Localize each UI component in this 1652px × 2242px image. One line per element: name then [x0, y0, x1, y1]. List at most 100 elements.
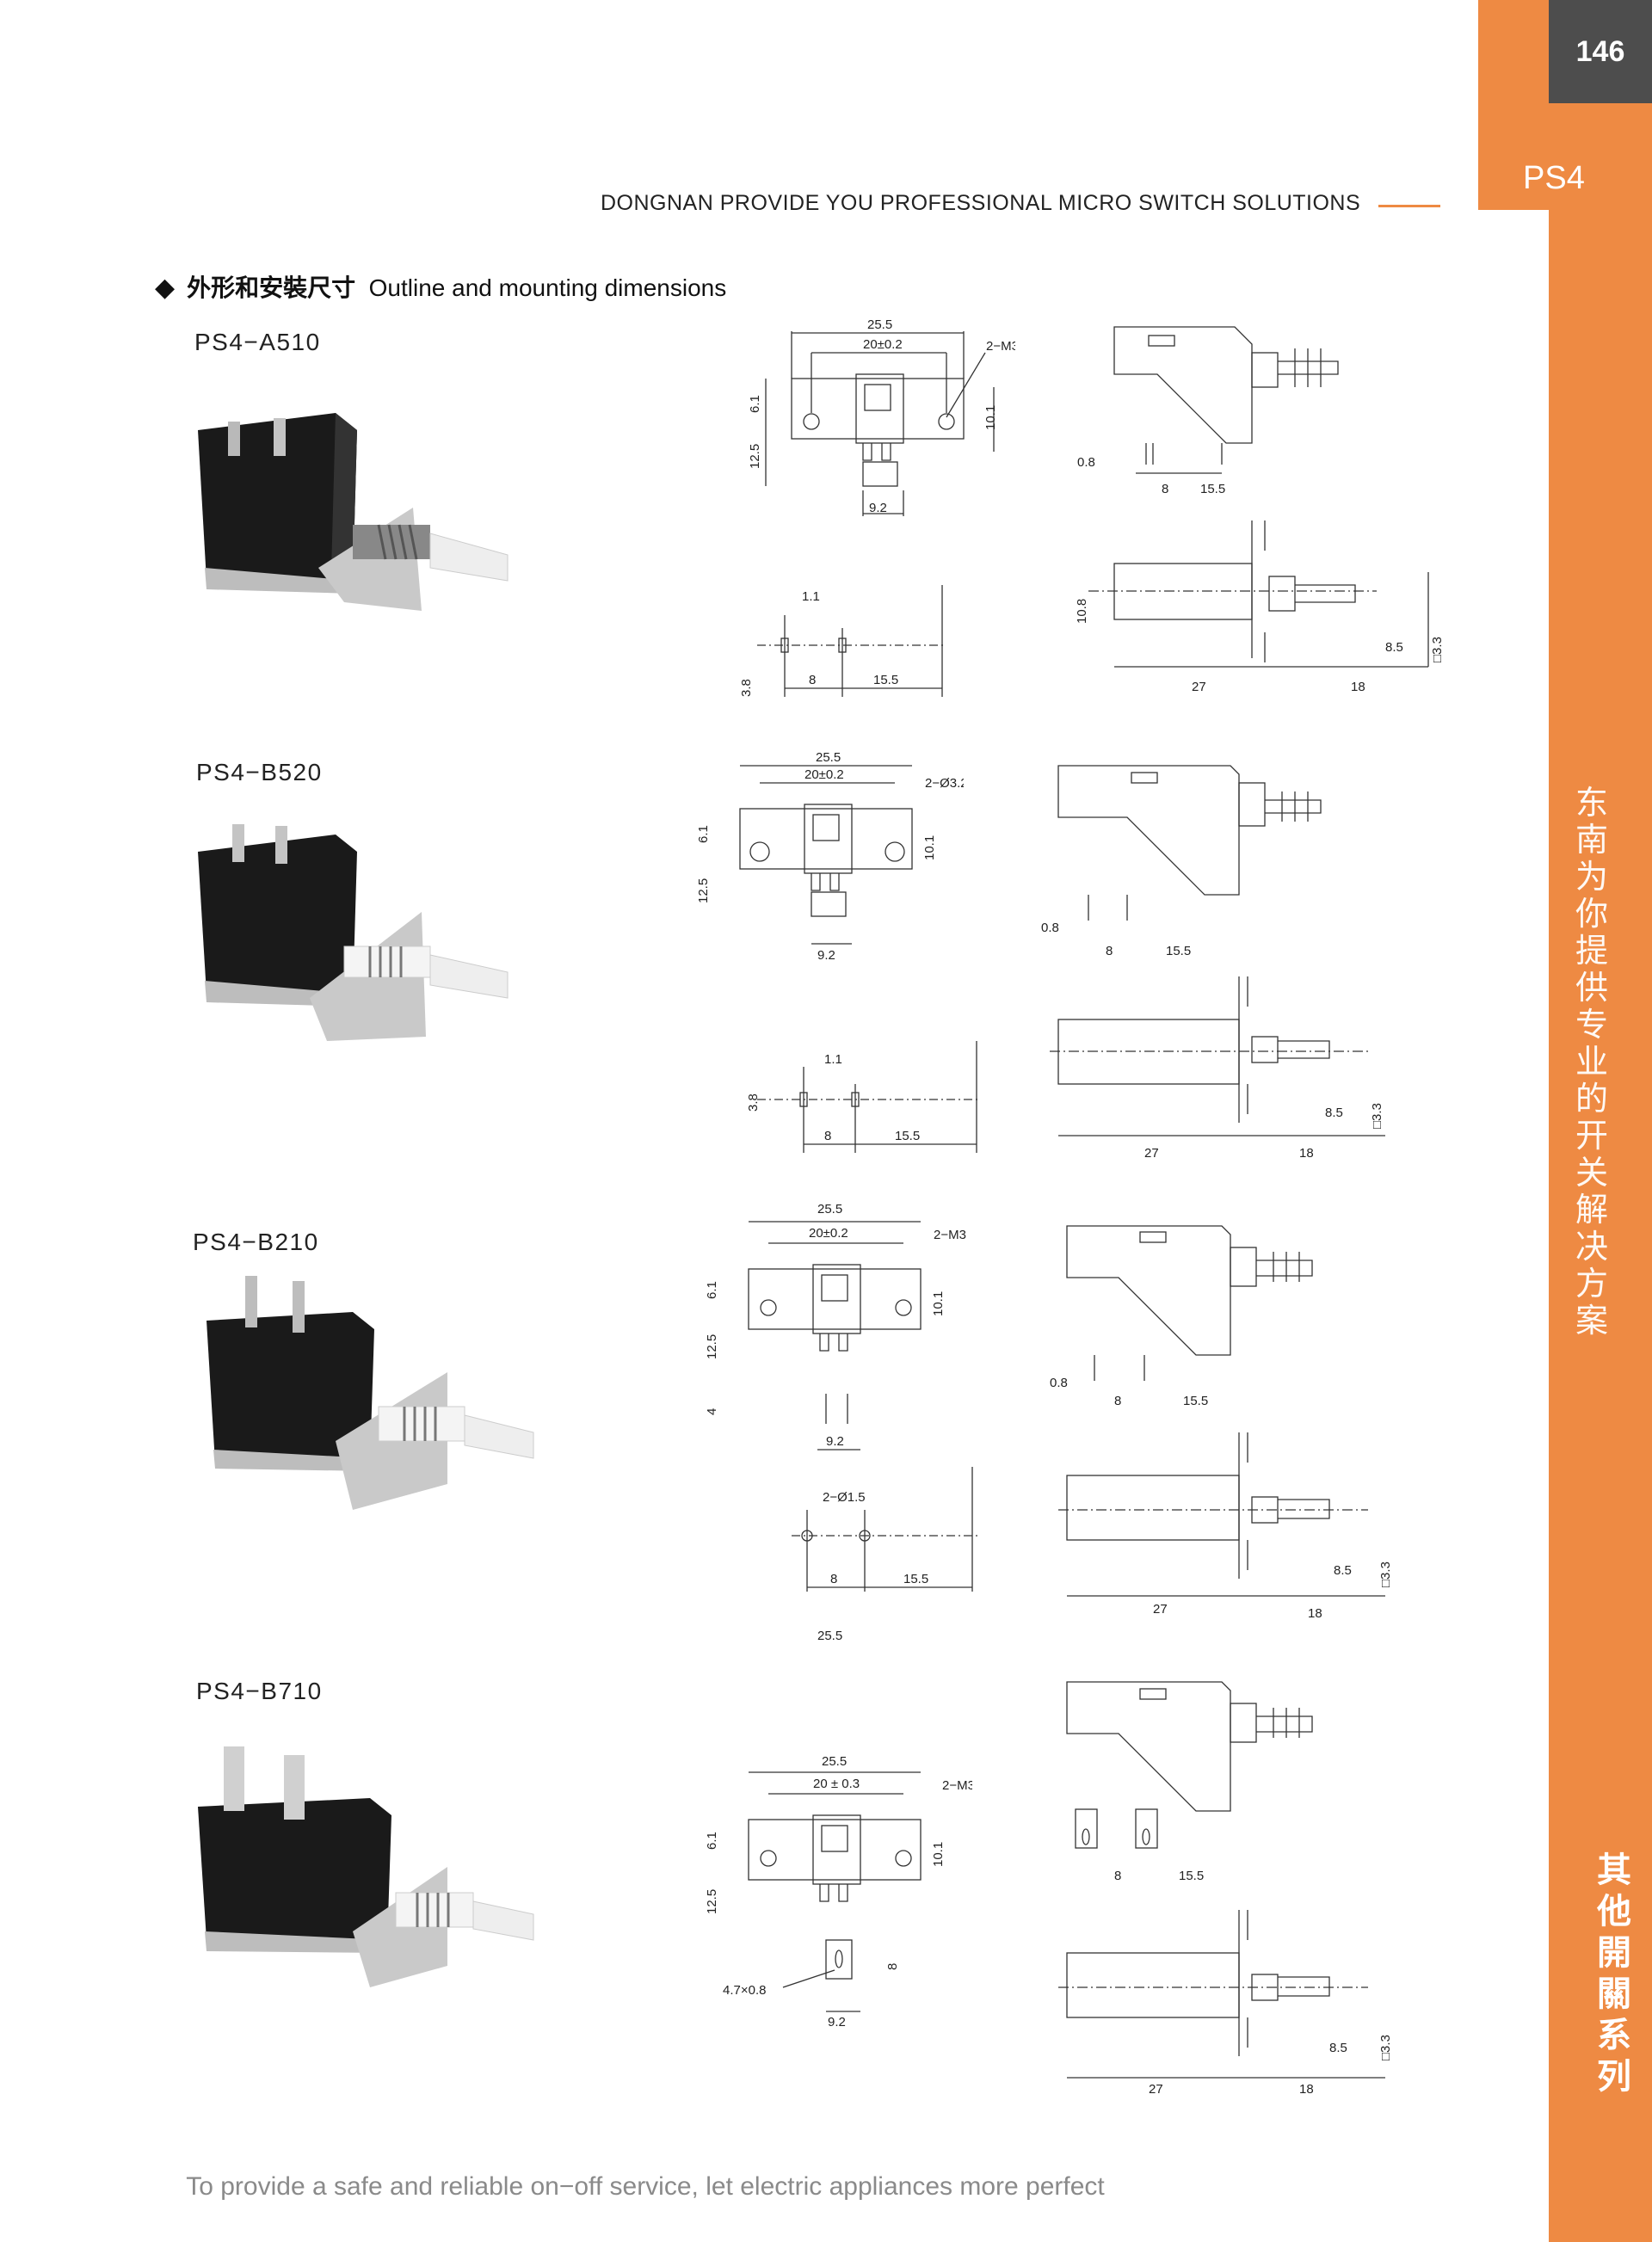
svg-text:15.5: 15.5 [895, 1129, 920, 1143]
svg-text:25.5: 25.5 [816, 750, 841, 765]
svg-text:18: 18 [1308, 1606, 1322, 1621]
svg-text:10.1: 10.1 [922, 835, 937, 860]
svg-text:12.5: 12.5 [696, 878, 711, 903]
svg-text:20±0.2: 20±0.2 [809, 1226, 848, 1241]
svg-text:0.8: 0.8 [1041, 921, 1059, 935]
svg-text:15.5: 15.5 [873, 673, 898, 687]
svg-text:8.5: 8.5 [1334, 1563, 1352, 1578]
section-title-cn: 外形和安裝尺寸 [187, 274, 356, 302]
svg-text:1.1: 1.1 [824, 1052, 842, 1067]
svg-text:2−M3: 2−M3 [934, 1228, 966, 1242]
b210-width-note: 25.5 [817, 1629, 843, 1643]
svg-text:15.5: 15.5 [1183, 1394, 1208, 1408]
svg-text:8.5: 8.5 [1385, 640, 1403, 655]
drawing-b520-side: 0.8 8 15.5 8.5 □3.3 27 18 [1041, 765, 1385, 1161]
svg-text:3.8: 3.8 [740, 679, 754, 697]
svg-text:2−Ø1.5: 2−Ø1.5 [823, 1490, 866, 1505]
svg-text:25.5: 25.5 [822, 1754, 847, 1769]
svg-text:3.8: 3.8 [746, 1093, 761, 1112]
svg-text:□3.3: □3.3 [1378, 2035, 1393, 2060]
svg-text:6.1: 6.1 [705, 1832, 719, 1850]
diamond-bullet-icon: ◆ [155, 274, 176, 302]
header-accent-line [1378, 205, 1440, 207]
model-label-a510: PS4−A510 [194, 329, 321, 355]
svg-text:27: 27 [1153, 1602, 1168, 1617]
svg-text:8: 8 [1106, 944, 1113, 958]
svg-text:12.5: 12.5 [748, 444, 762, 469]
svg-text:8: 8 [809, 673, 816, 687]
svg-text:10.1: 10.1 [931, 1291, 946, 1316]
svg-text:8: 8 [885, 1963, 900, 1970]
svg-text:25.5: 25.5 [817, 1202, 842, 1216]
svg-text:9.2: 9.2 [869, 501, 887, 515]
product-photo-b520 [198, 824, 509, 1041]
drawing-a510-front: 25.5 20±0.2 2−M3 9.2 6.1 12.5 10.1 [748, 317, 1015, 516]
drawing-a510-side: 0.8 8 15.5 10.8 8.5 □3.3 27 18 [1075, 326, 1445, 694]
drawing-b210-side: 0.8 8 15.5 8.5 □3.3 27 18 [1050, 1225, 1393, 1621]
product-photo-b710 [198, 1746, 534, 1987]
svg-text:4.7×0.8: 4.7×0.8 [723, 1983, 766, 1998]
svg-text:1.1: 1.1 [802, 589, 820, 604]
svg-text:15.5: 15.5 [1200, 482, 1225, 496]
drawing-b210-pins: 2−Ø1.5 8 15.5 [792, 1467, 981, 1592]
product-photo-a510 [198, 413, 509, 611]
svg-text:0.8: 0.8 [1050, 1376, 1068, 1390]
svg-text:25.5: 25.5 [867, 317, 892, 332]
drawing-b210-front: 25.5 20±0.2 2−M3 9.2 6.1 12.5 4 10.1 [705, 1202, 966, 1451]
svg-text:2−M3: 2−M3 [986, 339, 1015, 354]
svg-text:4: 4 [705, 1408, 719, 1415]
svg-text:6.1: 6.1 [748, 395, 762, 413]
svg-text:18: 18 [1299, 1146, 1314, 1161]
svg-text:20±0.2: 20±0.2 [863, 337, 903, 352]
section-title: ◆ 外形和安裝尺寸 Outline and mounting dimensions [155, 269, 726, 304]
svg-text:2−M3: 2−M3 [942, 1778, 972, 1793]
svg-text:9.2: 9.2 [817, 948, 835, 963]
drawing-b710-side: 8 15.5 8.5 □3.3 27 18 [1058, 1681, 1393, 2097]
svg-text:□3.3: □3.3 [1430, 637, 1445, 662]
svg-text:15.5: 15.5 [1166, 944, 1191, 958]
svg-text:27: 27 [1149, 2082, 1163, 2097]
svg-text:10.8: 10.8 [1075, 599, 1089, 624]
svg-text:8: 8 [824, 1129, 831, 1143]
svg-text:15.5: 15.5 [1179, 1869, 1204, 1883]
side-band [1549, 0, 1652, 2242]
header-tagline: DONGNAN PROVIDE YOU PROFESSIONAL MICRO S… [601, 191, 1361, 215]
page-number: 146 [1549, 0, 1652, 103]
svg-text:27: 27 [1192, 680, 1206, 694]
footer-tagline: To provide a safe and reliable on−off se… [186, 2172, 1105, 2201]
svg-text:8: 8 [1162, 482, 1168, 496]
drawing-b710-front: 25.5 20 ± 0.3 2−M3 9.2 4.7×0.8 6.1 12.5 … [705, 1754, 972, 2030]
svg-text:9.2: 9.2 [826, 1434, 844, 1449]
svg-text:20±0.2: 20±0.2 [804, 767, 844, 782]
svg-text:15.5: 15.5 [903, 1572, 928, 1586]
model-label-b710: PS4−B710 [196, 1678, 323, 1704]
svg-text:10.1: 10.1 [931, 1842, 946, 1867]
section-title-en: Outline and mounting dimensions [368, 274, 727, 301]
drawing-a510-pins: 1.1 8 15.5 3.8 [740, 585, 946, 697]
svg-text:12.5: 12.5 [705, 1334, 719, 1359]
svg-text:18: 18 [1299, 2082, 1314, 2097]
vertical-slogan-cn: 东南为你提供专业的开关解决方案 [1575, 784, 1608, 1340]
svg-text:□3.3: □3.3 [1378, 1561, 1393, 1587]
drawing-b520-pins: 1.1 8 15.5 3.8 [746, 1041, 981, 1153]
drawing-b520-front: 25.5 20±0.2 2−Ø3.2 9.2 6.1 12.5 10.1 [696, 750, 964, 963]
svg-text:2−Ø3.2: 2−Ø3.2 [925, 776, 964, 791]
svg-text:9.2: 9.2 [828, 2015, 846, 2030]
svg-text:0.8: 0.8 [1077, 455, 1095, 470]
svg-text:□3.3: □3.3 [1370, 1103, 1384, 1129]
category-cn: 其他開關系列 [1597, 1851, 1631, 2097]
svg-text:8: 8 [1114, 1394, 1121, 1408]
svg-text:20 ± 0.3: 20 ± 0.3 [813, 1777, 860, 1791]
product-photo-b210 [206, 1276, 534, 1510]
svg-text:12.5: 12.5 [705, 1889, 719, 1914]
side-tab [1478, 0, 1549, 210]
series-code: PS4 [1523, 160, 1585, 196]
svg-text:8.5: 8.5 [1329, 2041, 1347, 2055]
svg-text:8: 8 [830, 1572, 837, 1586]
svg-text:6.1: 6.1 [705, 1281, 719, 1299]
svg-text:10.1: 10.1 [983, 405, 998, 430]
svg-text:6.1: 6.1 [696, 825, 711, 843]
svg-text:8: 8 [1114, 1869, 1121, 1883]
svg-text:8.5: 8.5 [1325, 1106, 1343, 1120]
model-label-b520: PS4−B520 [196, 759, 323, 785]
